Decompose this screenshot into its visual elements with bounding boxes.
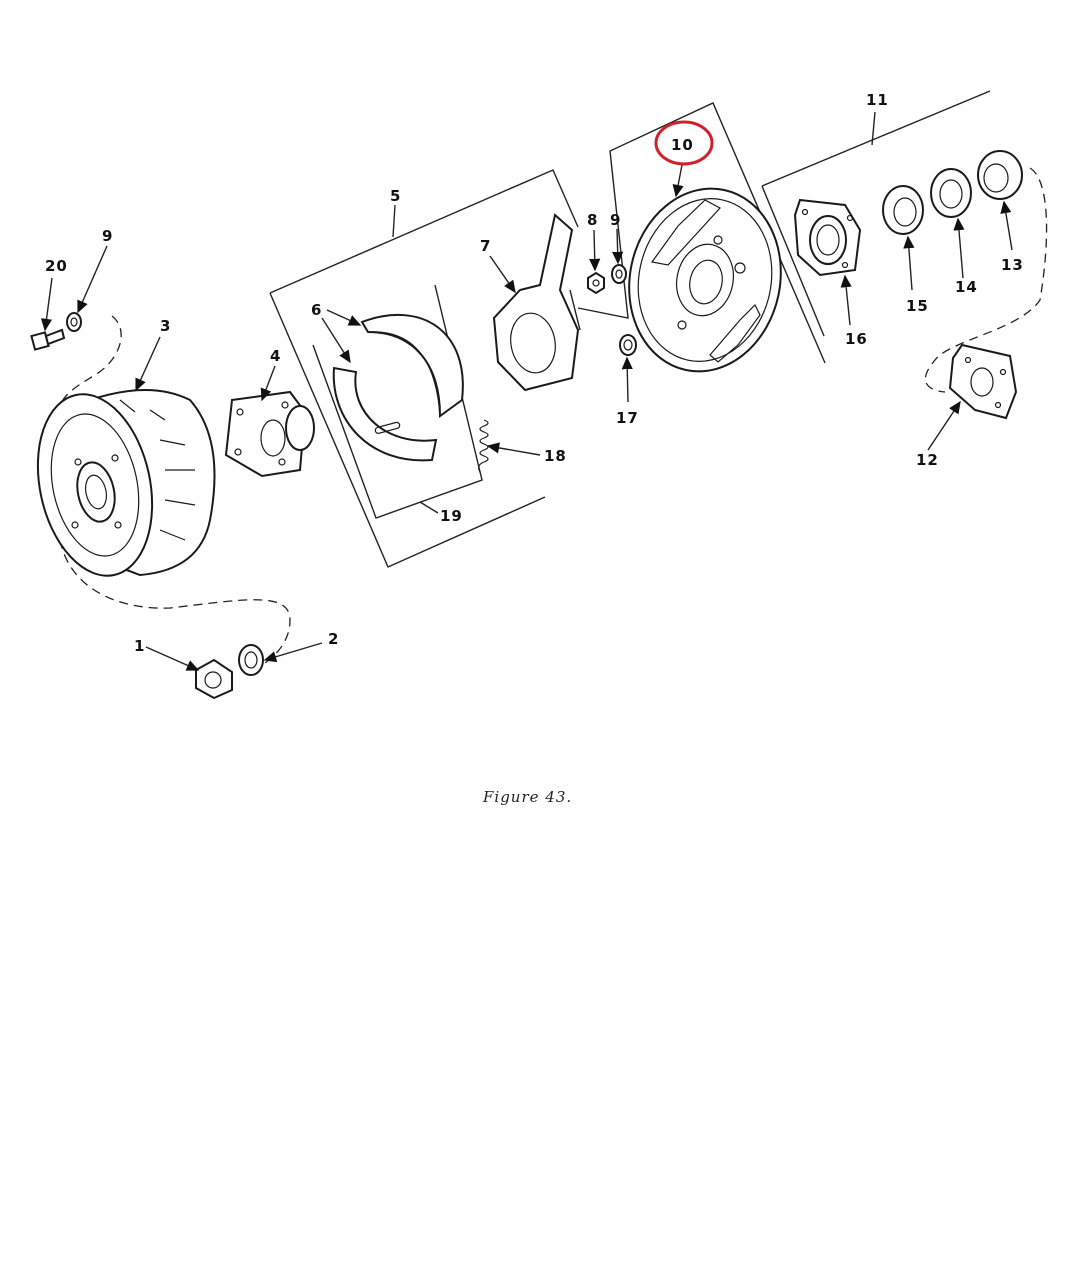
brake-shoes-part-6 bbox=[332, 313, 464, 462]
group-5-bracket bbox=[269, 169, 579, 568]
callout-18: 18 bbox=[544, 447, 567, 465]
callout-2: 2 bbox=[328, 630, 339, 648]
leader-arrows bbox=[40, 164, 1013, 671]
seal-part-15 bbox=[882, 185, 924, 235]
callout-16: 16 bbox=[845, 330, 868, 348]
nut-part-1 bbox=[195, 658, 233, 700]
bolt-part-20 bbox=[30, 328, 66, 351]
spring-part-18 bbox=[478, 419, 489, 473]
callout-10: 10 bbox=[671, 136, 694, 154]
callout-6: 6 bbox=[311, 301, 322, 319]
washer-part-2 bbox=[238, 644, 264, 676]
bushing-part-17 bbox=[619, 334, 637, 356]
callout-1: 1 bbox=[134, 637, 145, 655]
callout-11: 11 bbox=[866, 91, 889, 109]
lock-washer-part-9 bbox=[66, 312, 82, 332]
callout-12: 12 bbox=[916, 451, 939, 469]
seal-part-14 bbox=[930, 168, 972, 218]
callout-14: 14 bbox=[955, 278, 978, 296]
backing-plate-part-10 bbox=[628, 187, 782, 373]
callout-19: 19 bbox=[440, 507, 463, 525]
callout-20: 20 bbox=[45, 257, 68, 275]
brake-drum-part-3 bbox=[36, 389, 216, 577]
figure-caption: Figure 43. bbox=[482, 788, 572, 806]
washer-part-9b bbox=[611, 264, 627, 284]
seal-part-13 bbox=[977, 150, 1023, 200]
highlight-circle bbox=[654, 120, 714, 166]
callout-3: 3 bbox=[160, 317, 171, 335]
callout-15: 15 bbox=[906, 297, 929, 315]
callout-17: 17 bbox=[616, 409, 639, 427]
callout-8: 8 bbox=[587, 211, 598, 229]
callout-13: 13 bbox=[1001, 256, 1024, 274]
callout-4: 4 bbox=[270, 347, 281, 365]
callout-9-left: 9 bbox=[102, 227, 113, 245]
lever-part-7 bbox=[492, 213, 580, 392]
nut-part-8 bbox=[587, 271, 605, 295]
callout-9-right: 9 bbox=[610, 211, 621, 229]
callout-5: 5 bbox=[390, 187, 401, 205]
hub-flange-part-4 bbox=[224, 390, 315, 478]
callout-7: 7 bbox=[480, 237, 491, 255]
group-10-bracket bbox=[569, 102, 826, 364]
assembly-dashed-lines bbox=[58, 167, 1048, 666]
group-11-bracket bbox=[761, 90, 991, 337]
seal-retainer-part-16 bbox=[793, 198, 862, 277]
plate-part-12 bbox=[948, 343, 1018, 420]
